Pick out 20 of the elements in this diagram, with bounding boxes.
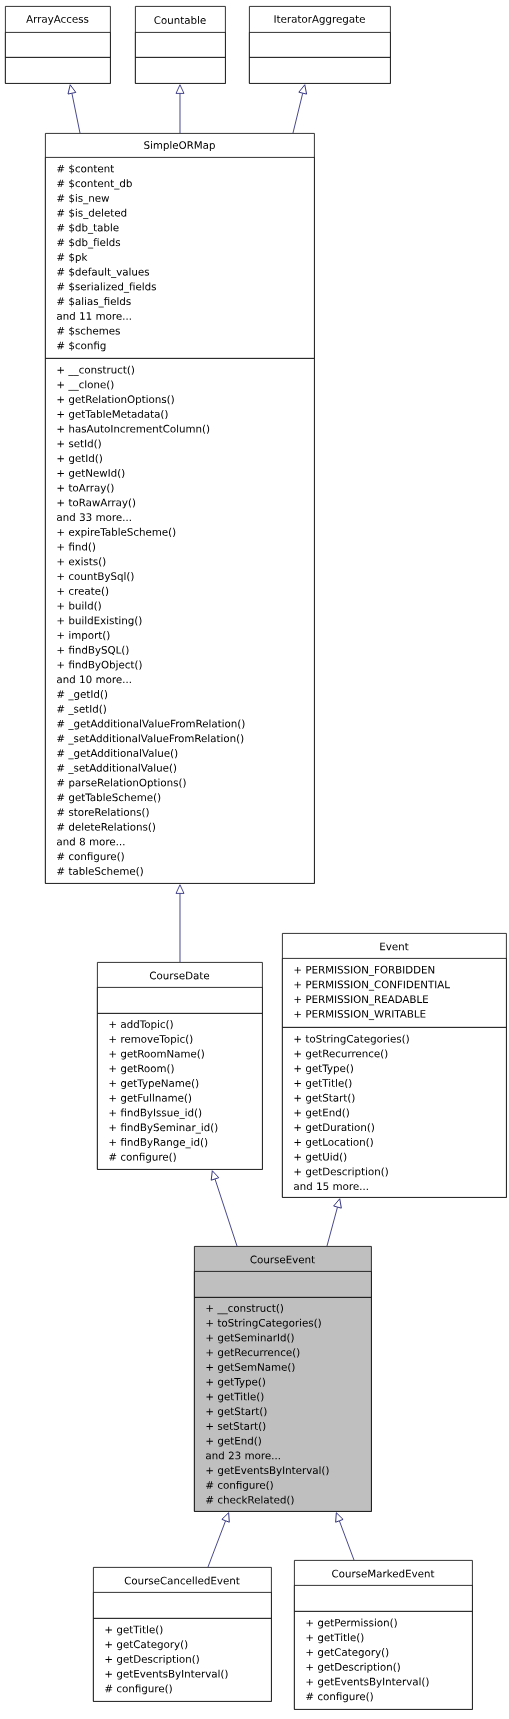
attributes-compartment (249, 32, 391, 58)
attributes-compartment (93, 1592, 272, 1619)
attributes-compartment (135, 32, 226, 58)
inheritance-arrow (292, 84, 307, 134)
attributes-compartment (97, 987, 263, 1014)
attributes-compartment (194, 1271, 372, 1298)
methods-compartment (135, 57, 226, 84)
attributes-compartment: + PERMISSION_FORBIDDEN + PERMISSION_CONFIDENTIAL + PERMISSION_READABLE + PERMISSION_WRITABLE (282, 958, 507, 1028)
inheritance-arrow (207, 1512, 230, 1568)
attributes-compartment: # $content # $content_db # $is_new # $is_deleted # $db_table # $db_fields # $pk # $default_values # $serialized_fields # $alias_fields and 11 more... # $schemes # $config (45, 157, 315, 359)
attributes-compartment (294, 1585, 473, 1612)
inheritance-arrow (335, 1512, 355, 1561)
methods-compartment (5, 57, 111, 84)
inheritance-arrow (67, 84, 81, 134)
inheritance-arrow (175, 884, 185, 963)
methods-compartment (249, 57, 391, 84)
inheritance-arrow (326, 1198, 342, 1247)
attributes-compartment (5, 32, 111, 58)
inheritance-arrow (175, 84, 185, 134)
inheritance-arrow (210, 1170, 238, 1247)
